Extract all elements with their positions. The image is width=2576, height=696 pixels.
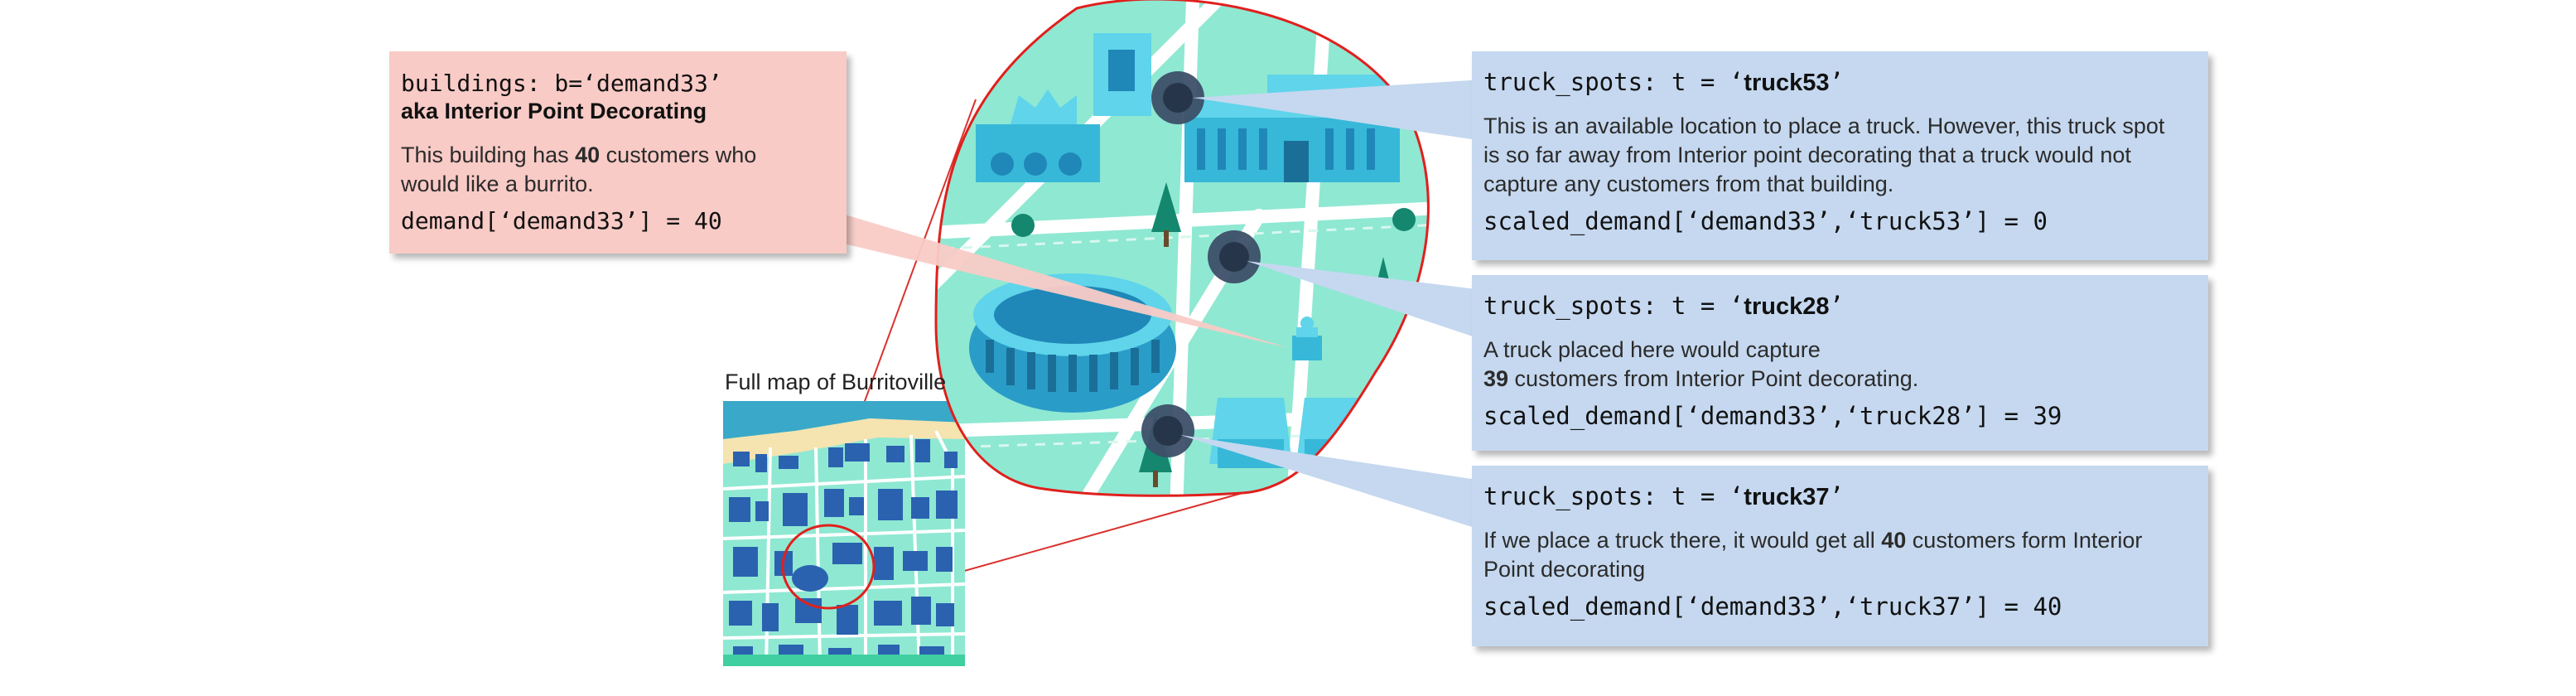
truck28-formula: scaled_demand[‘demand33’,‘truck28’] = 39 — [1483, 402, 2062, 431]
truck53-code-suffix: ’ — [1829, 68, 1844, 96]
truck37-code-prefix: truck_spots: t = ‘ — [1483, 482, 1744, 510]
inset-map — [722, 401, 966, 667]
truck28-info-card: truck_spots: t = ‘truck28’ A truck place… — [1472, 275, 2208, 451]
truck37-desc-after: customers form Interior — [1906, 528, 2143, 553]
truck53-code-prefix: truck_spots: t = ‘ — [1483, 68, 1744, 96]
truck37-formula: scaled_demand[‘demand33’,‘truck37’] = 40 — [1483, 592, 2062, 621]
truck37-desc-before: If we place a truck there, it would get … — [1483, 528, 1882, 553]
truck37-desc-count: 40 — [1881, 528, 1907, 553]
truck37-desc-line1: If we place a truck there, it would get … — [1483, 526, 2197, 555]
truck37-code-name: truck37 — [1744, 484, 1830, 510]
truck37-callout-pointer — [1180, 435, 1483, 530]
zoom-map — [936, 0, 1429, 496]
building-desc-before: This building has — [401, 143, 576, 168]
truck37-desc-line2: Point decorating — [1483, 557, 1646, 582]
inset-map-caption: Full map of Burritoville — [725, 370, 947, 394]
building-desc-count: 40 — [575, 143, 601, 168]
truck28-desc-count: 39 — [1483, 366, 1509, 392]
truck28-desc-line1: A truck placed here would capture — [1483, 337, 1821, 362]
inset-zoom-circle — [781, 524, 876, 610]
truck53-desc-line2: is so far away from Interior point decor… — [1483, 143, 2131, 168]
truck53-code-line: truck_spots: t = ‘truck53’ — [1483, 68, 2197, 97]
truck28-code-suffix: ’ — [1829, 292, 1844, 320]
truck53-callout-pointer — [1193, 80, 1483, 141]
building-desc-line2: would like a burrito. — [401, 172, 594, 197]
truck28-desc-rest: customers from Interior Point decorating… — [1508, 366, 1919, 392]
truck28-code-line: truck_spots: t = ‘truck28’ — [1483, 292, 2197, 321]
truck53-info-card: truck_spots: t = ‘truck53’ This is an av… — [1472, 51, 2208, 260]
truck-marker-53 — [1151, 71, 1204, 124]
truck53-desc-line3: capture any customers from that building… — [1483, 172, 1894, 197]
building-description: This building has 40 customers who — [401, 141, 835, 170]
building-aka-line: aka Interior Point Decorating — [401, 99, 707, 123]
truck53-formula: scaled_demand[‘demand33’,‘truck53’] = 0 — [1483, 207, 2048, 236]
building-code-line: buildings: b=‘demand33’ — [401, 70, 722, 97]
truck37-info-card: truck_spots: t = ‘truck37’ If we place a… — [1472, 466, 2208, 646]
truck37-code-line: truck_spots: t = ‘truck37’ — [1483, 482, 2197, 511]
truck-marker-28 — [1208, 230, 1261, 283]
building-desc-after-1: customers who — [600, 143, 757, 168]
truck37-code-suffix: ’ — [1829, 482, 1844, 510]
truck53-code-name: truck53 — [1744, 70, 1830, 96]
truck28-desc-line2: 39 customers from Interior Point decorat… — [1483, 365, 2197, 394]
truck28-code-name: truck28 — [1744, 293, 1830, 320]
building-demand-formula: demand[‘demand33’] = 40 — [401, 207, 722, 235]
truck28-code-prefix: truck_spots: t = ‘ — [1483, 292, 1744, 320]
truck53-desc-line1: This is an available location to place a… — [1483, 114, 2165, 138]
truck-marker-37 — [1141, 404, 1194, 457]
building-info-card: buildings: b=‘demand33’ aka Interior Poi… — [389, 51, 847, 254]
truck28-callout-pointer — [1247, 261, 1483, 340]
zoom-outline — [934, 0, 1430, 497]
